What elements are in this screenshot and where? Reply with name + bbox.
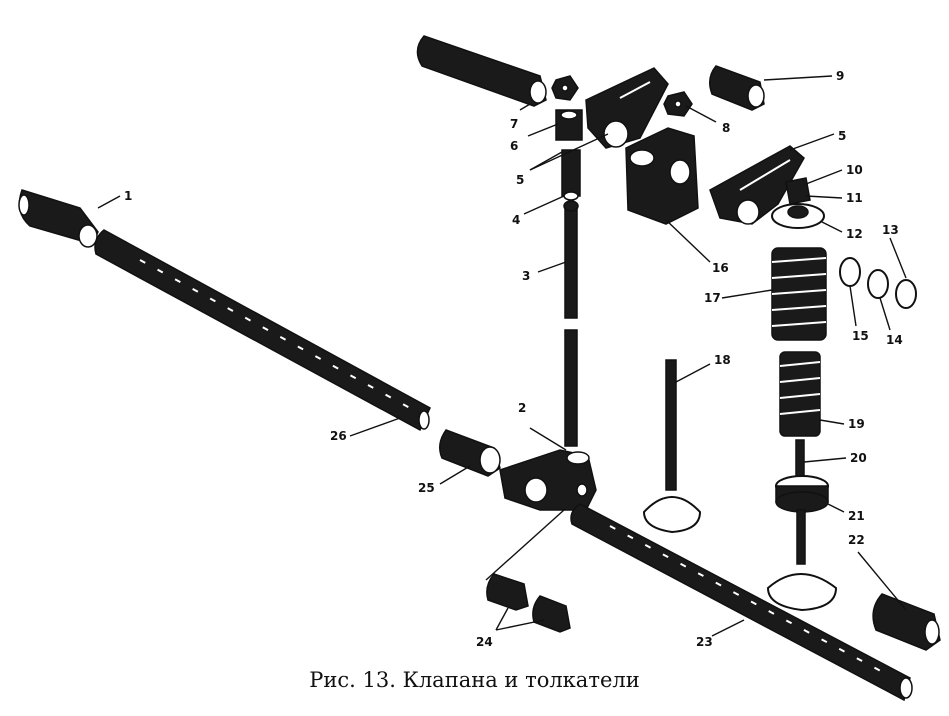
part-9-bushing (709, 65, 765, 111)
label-5-left: 5 (516, 173, 524, 187)
label-4: 4 (512, 213, 520, 227)
part-14-ring (867, 269, 889, 299)
label-14: 14 (886, 333, 903, 347)
label-16: 16 (712, 261, 729, 275)
part-1-bushing (18, 189, 99, 248)
part-15-ring (839, 257, 861, 287)
part-23-rod (570, 503, 913, 702)
label-13: 13 (882, 223, 899, 237)
part-18-valve (642, 359, 702, 534)
label-23: 23 (696, 635, 713, 649)
label-12: 12 (846, 227, 863, 241)
label-21: 21 (848, 509, 865, 523)
label-25: 25 (418, 481, 435, 495)
label-22: 22 (848, 533, 865, 547)
part-11-keys (785, 177, 811, 205)
part-24-bushing-a (486, 573, 529, 611)
label-1: 1 (124, 189, 132, 203)
label-20: 20 (850, 451, 867, 465)
label-6: 6 (510, 139, 518, 153)
part-22-bushing (872, 593, 941, 651)
part-19-spring-inner (779, 351, 821, 437)
part-21-washer (775, 475, 829, 513)
label-7: 7 (510, 117, 518, 131)
part-7-tube (416, 35, 547, 107)
part-13-ring (895, 279, 917, 309)
label-3: 3 (522, 269, 530, 283)
part-number-labels: 1 2 3 4 5 6 7 8 9 5 10 11 12 13 14 15 16… (124, 69, 903, 649)
label-11: 11 (846, 191, 863, 205)
label-24: 24 (476, 635, 493, 649)
part-17-spring-outer (771, 247, 827, 341)
label-18: 18 (714, 353, 731, 367)
label-26: 26 (330, 429, 347, 443)
part-16-bracket (625, 127, 699, 225)
leader-lines (97, 75, 907, 637)
label-2: 2 (518, 401, 526, 415)
part-5-rocker-arm-left (585, 67, 669, 149)
part-25-bushing (439, 429, 501, 477)
part-8-nut-top (551, 75, 579, 101)
part-12-cap (771, 203, 825, 229)
label-19: 19 (848, 417, 865, 431)
part-8-nut-right (663, 91, 693, 117)
label-5-right: 5 (838, 129, 846, 143)
part-valve-right (766, 509, 838, 612)
label-17: 17 (704, 291, 721, 305)
label-15: 15 (852, 329, 869, 343)
part-2-rocker (499, 449, 597, 511)
part-26-rod (94, 229, 431, 432)
part-6-nut (555, 109, 583, 141)
part-4-screw (561, 149, 581, 201)
part-20-stem (795, 439, 805, 481)
label-9: 9 (836, 69, 844, 83)
figure-caption: Рис. 13. Клапана и толкатели (309, 668, 640, 692)
part-24-bushing-b (532, 595, 571, 633)
part-3-pushrod (563, 200, 579, 447)
part-5-rocker-arm-right (709, 145, 805, 225)
label-8-right: 8 (722, 121, 730, 135)
label-10: 10 (846, 163, 863, 177)
